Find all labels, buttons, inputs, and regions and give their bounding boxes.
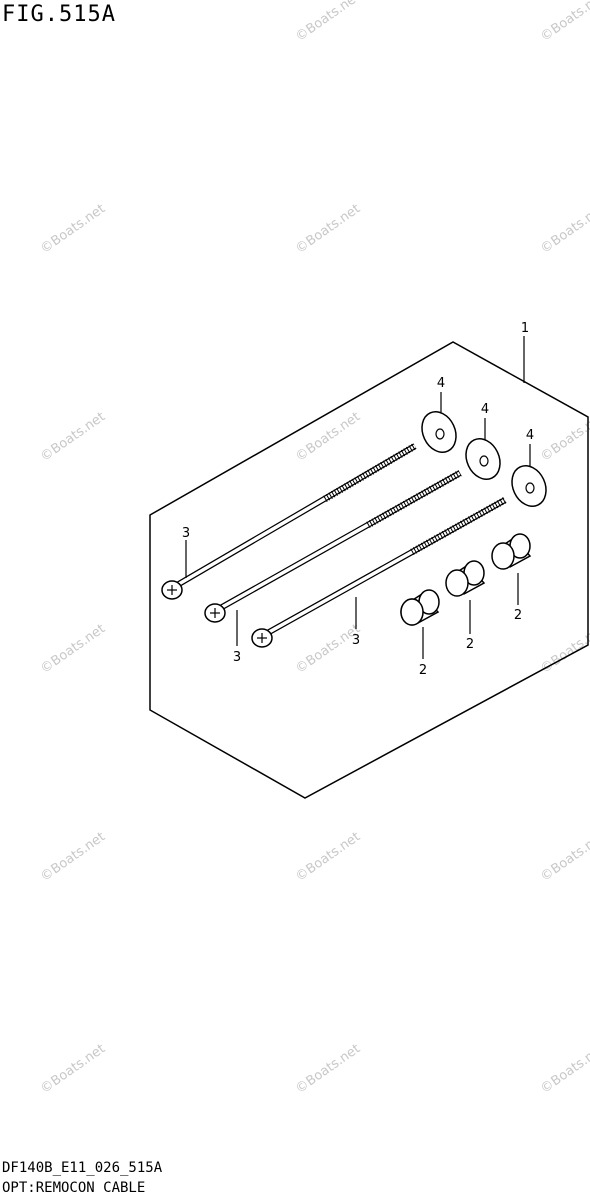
watermark-text: ©Boats.net <box>538 409 590 464</box>
callout-washer: 4 <box>481 402 489 417</box>
watermark-text: ©Boats.net <box>38 409 108 464</box>
kit-outline <box>149 341 589 799</box>
collar-3 <box>491 533 532 570</box>
screw-2 <box>204 469 462 623</box>
callout-collar: 2 <box>466 637 474 652</box>
watermark-text: ©Boats.net <box>293 1041 363 1096</box>
callout-kit: 1 <box>521 321 529 336</box>
screw-3 <box>251 496 507 648</box>
callout-screw: 3 <box>233 650 241 665</box>
watermark-text: ©Boats.net <box>38 1041 108 1096</box>
washer-2 <box>465 438 501 480</box>
watermark-text: ©Boats.net <box>38 621 108 676</box>
collar-2 <box>445 560 486 597</box>
callout-washer: 4 <box>437 376 445 391</box>
model-code: DF140B_E11_026_515A <box>2 1160 163 1176</box>
watermark-text: ©Boats.net <box>293 201 363 256</box>
watermark-text: ©Boats.net <box>538 829 590 884</box>
watermark-text: ©Boats.net <box>293 621 363 676</box>
figure-title: FIG.515A <box>2 2 116 27</box>
watermark-text: ©Boats.net <box>293 829 363 884</box>
washer-1 <box>421 411 457 453</box>
watermark-text: ©Boats.net <box>293 409 363 464</box>
leader-lines <box>185 336 531 659</box>
washer-3 <box>511 465 547 507</box>
callout-screw: 3 <box>182 526 190 541</box>
collar-1 <box>400 589 440 626</box>
callout-screw: 3 <box>352 633 360 648</box>
watermark-text: ©Boats.net <box>538 0 590 45</box>
callout-collar: 2 <box>419 663 427 678</box>
callout-collar: 2 <box>514 608 522 623</box>
watermark-text: ©Boats.net <box>38 829 108 884</box>
watermark-text: ©Boats.net <box>538 201 590 256</box>
figure-caption: OPT:REMOCON CABLE <box>2 1180 146 1196</box>
watermark-text: ©Boats.net <box>38 201 108 256</box>
watermark-text: ©Boats.net <box>293 0 363 45</box>
screw-1 <box>161 442 417 600</box>
watermark-text: ©Boats.net <box>538 1041 590 1096</box>
callout-washer: 4 <box>526 428 534 443</box>
